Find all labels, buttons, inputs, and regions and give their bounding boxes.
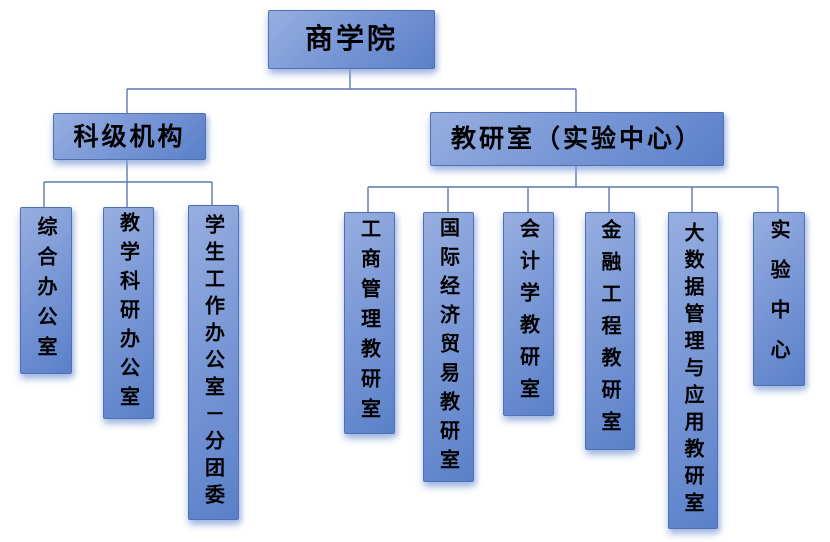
org-leaf-big-data: 大数据管理与应用教研室 [668, 212, 718, 529]
org-leaf-financial-engineering: 金融工程教研室 [585, 212, 635, 450]
org-leaf-accounting: 会计学教研室 [503, 212, 554, 416]
org-leaf-student-affairs-league: 学生工作办公室－分团委 [188, 205, 239, 520]
org-node-root: 商学院 [268, 10, 435, 69]
org-leaf-business-administration: 工商管理教研室 [344, 212, 395, 434]
org-leaf-experiment-center: 实验中心 [753, 212, 805, 386]
org-node-branch-admin: 科级机构 [53, 113, 206, 160]
org-leaf-teaching-research-office: 教学科研办公室 [103, 207, 154, 419]
org-leaf-general-office: 综合办公室 [20, 207, 72, 374]
org-node-branch-teaching: 教研室（实验中心） [430, 112, 724, 166]
org-leaf-international-trade: 国际经济贸易教研室 [423, 212, 474, 482]
